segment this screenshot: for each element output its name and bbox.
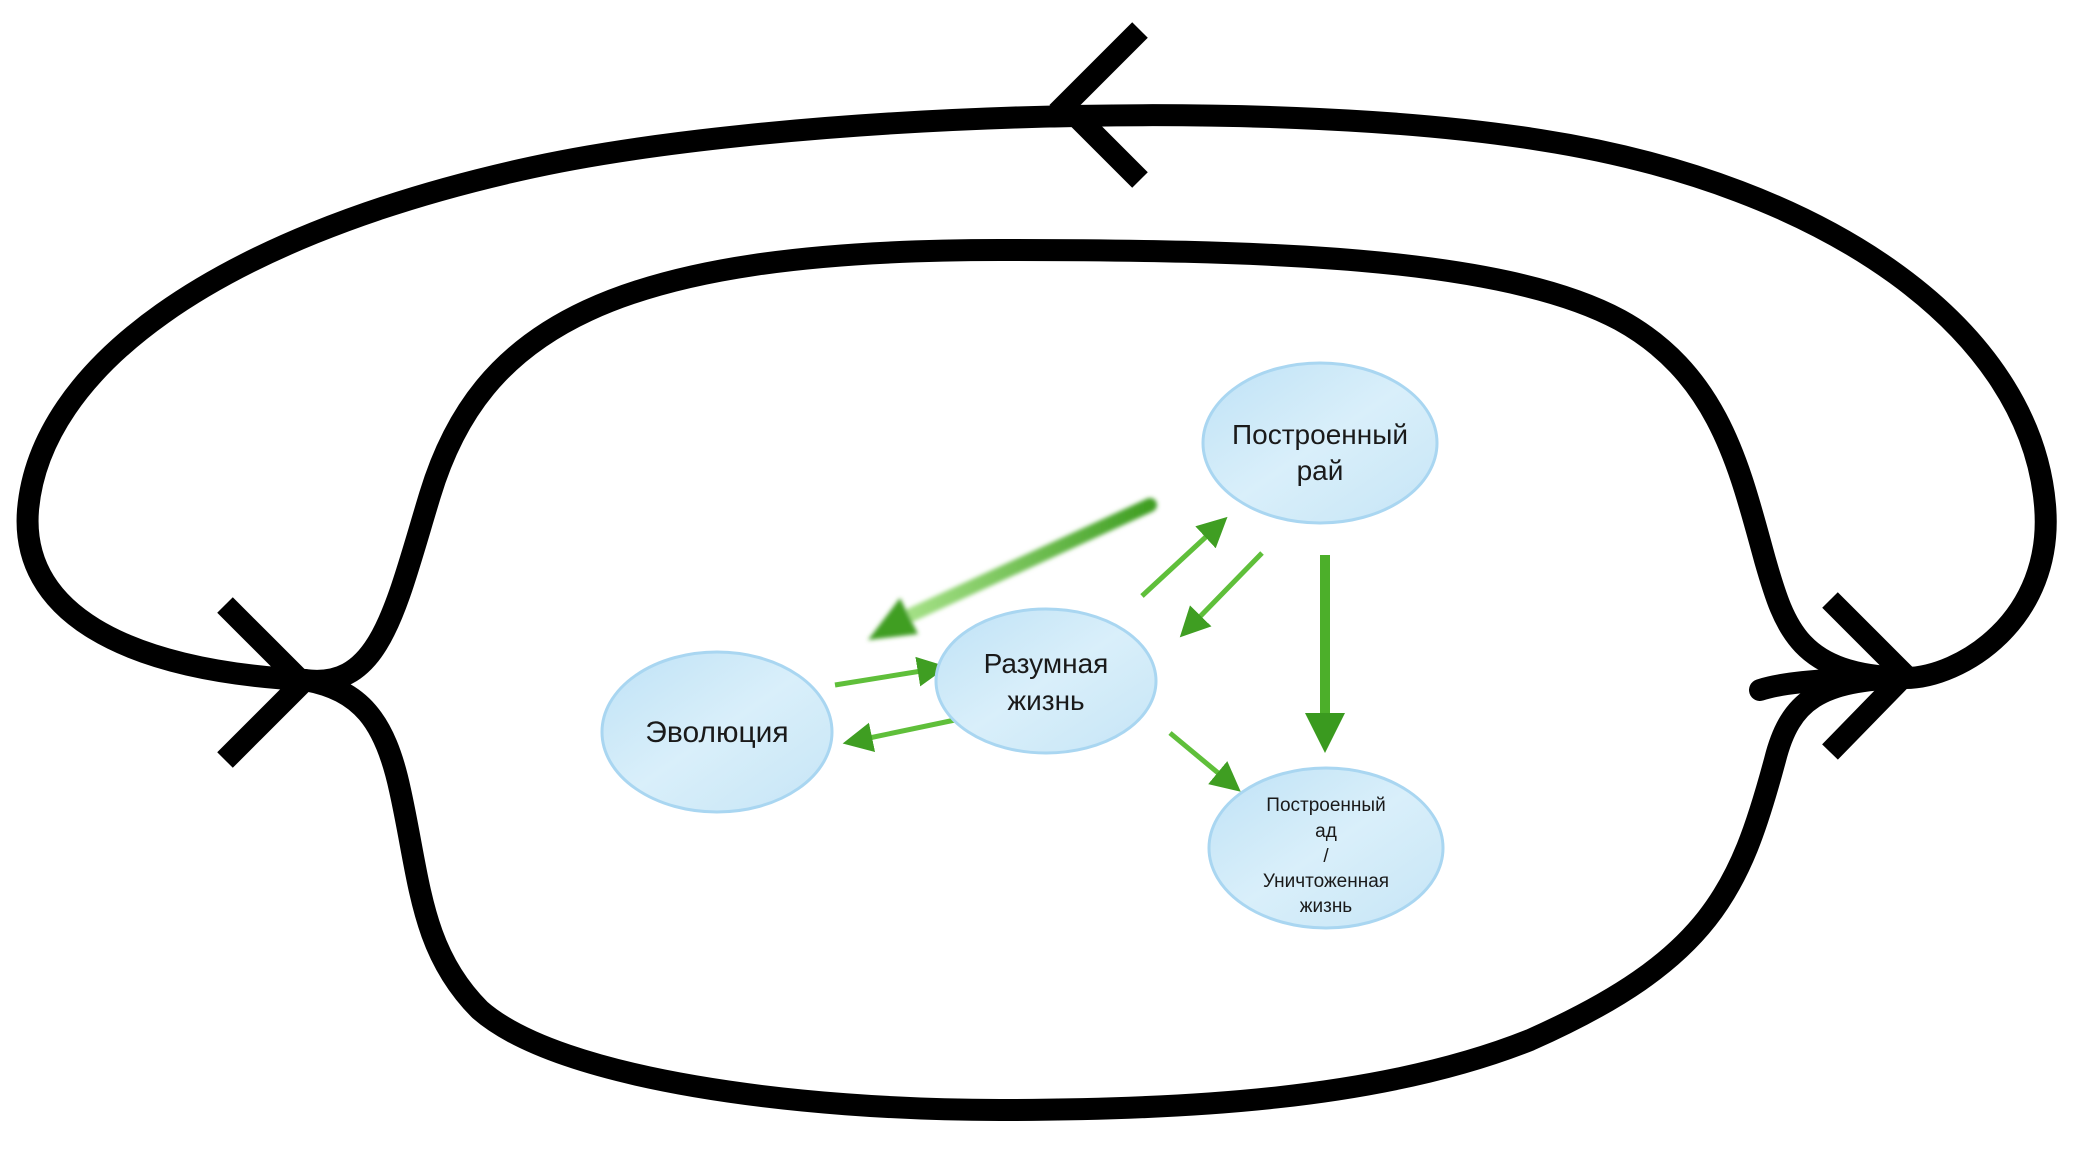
node-built-hell-line-5: жизнь: [1300, 896, 1353, 917]
arrow-life-to-hell: [1168, 731, 1241, 792]
inner-loop: [294, 238, 1916, 1122]
arrow-life-to-paradise: [1140, 516, 1228, 598]
arrow-evolution-to-life: [834, 656, 948, 688]
arrow-paradise-to-evolution: [868, 498, 1157, 640]
node-built-hell: Построенный ад / Уничтоженная жизнь: [1207, 766, 1445, 930]
node-evolution: Эволюция: [600, 650, 834, 814]
node-intelligent-life: Разумная жизнь: [934, 607, 1158, 755]
arrow-paradise-to-life: [1179, 551, 1264, 638]
right-arrow-chevron: [1822, 592, 1921, 760]
node-intelligent-life-line-1: Разумная: [984, 648, 1109, 679]
node-built-paradise-line-2: рай: [1297, 455, 1344, 486]
node-built-hell-line-3: /: [1323, 846, 1329, 867]
node-built-paradise: Построенный рай: [1201, 361, 1439, 525]
top-left-arrow-chevron: [1049, 22, 1148, 188]
arrow-life-to-evolution: [842, 717, 956, 753]
left-cross-chevron: [217, 597, 313, 768]
node-built-hell-line-1: Построенный: [1266, 795, 1385, 816]
node-evolution-label: Эволюция: [645, 716, 788, 749]
node-built-hell-line-4: Уничтоженная: [1263, 871, 1389, 892]
node-built-paradise-line-1: Построенный: [1232, 419, 1408, 450]
node-built-hell-line-2: ад: [1315, 821, 1337, 842]
node-intelligent-life-line-2: жизнь: [1007, 685, 1084, 716]
outer-loop: [16, 104, 2057, 701]
